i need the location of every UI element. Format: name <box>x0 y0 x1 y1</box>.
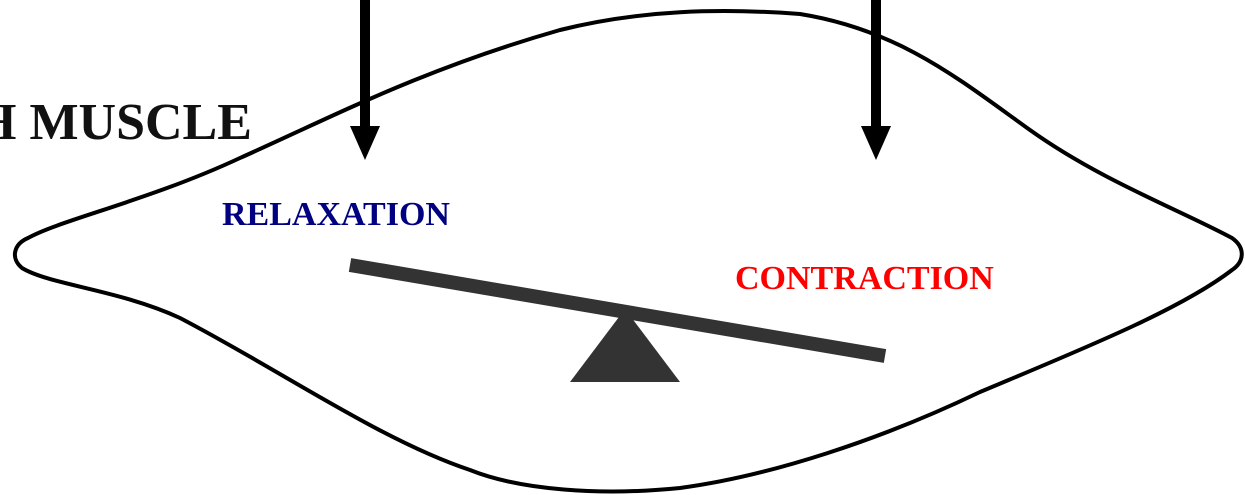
relaxation-label: RELAXATION <box>222 196 450 233</box>
diagram-title: H MUSCLE <box>0 94 252 151</box>
seesaw-fulcrum <box>570 309 680 382</box>
right-arrow <box>861 0 891 160</box>
seesaw-beam <box>348 258 887 363</box>
muscle-cell-outline <box>12 9 1244 494</box>
left-arrow <box>350 0 380 160</box>
contraction-label: CONTRACTION <box>735 260 994 297</box>
